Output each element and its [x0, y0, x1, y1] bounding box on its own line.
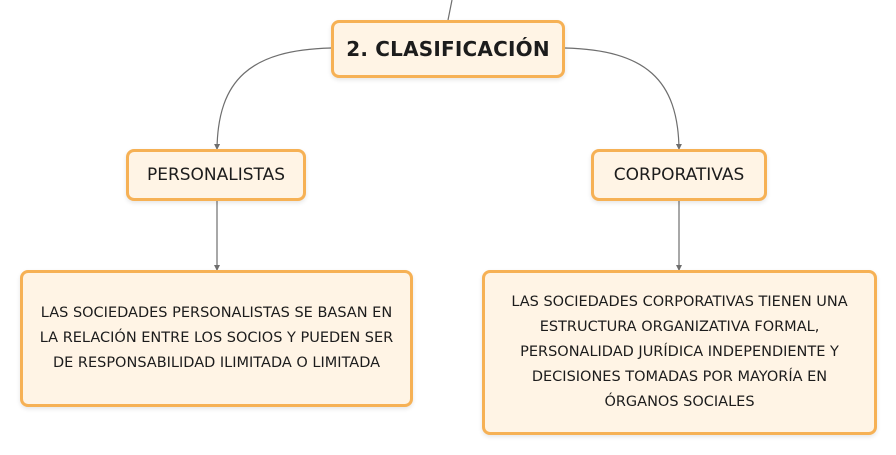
branch-node-personalistas[interactable]: PERSONALISTAS [126, 149, 306, 201]
root-node-clasificacion[interactable]: 2. CLASIFICACIÓN [331, 20, 565, 78]
branch-node-corporativas[interactable]: CORPORATIVAS [591, 149, 767, 201]
connector-root-to-corporativas [564, 47, 682, 150]
description-node-corporativas[interactable]: LAS SOCIEDADES CORPORATIVAS TIENEN UNA E… [482, 270, 877, 435]
connector-root-to-personalistas [214, 47, 332, 150]
root-node-label: 2. CLASIFICACIÓN [346, 37, 550, 61]
branch-node-personalistas-label: PERSONALISTAS [146, 165, 286, 185]
description-node-personalistas[interactable]: LAS SOCIEDADES PERSONALISTAS SE BASAN EN… [20, 270, 413, 407]
connector-incoming-root [447, 0, 453, 21]
branch-node-corporativas-label: CORPORATIVAS [613, 165, 745, 185]
description-corporativas-text: LAS SOCIEDADES CORPORATIVAS TIENEN UNA E… [511, 294, 848, 410]
description-personalistas-text: LAS SOCIEDADES PERSONALISTAS SE BASAN EN… [39, 305, 394, 371]
